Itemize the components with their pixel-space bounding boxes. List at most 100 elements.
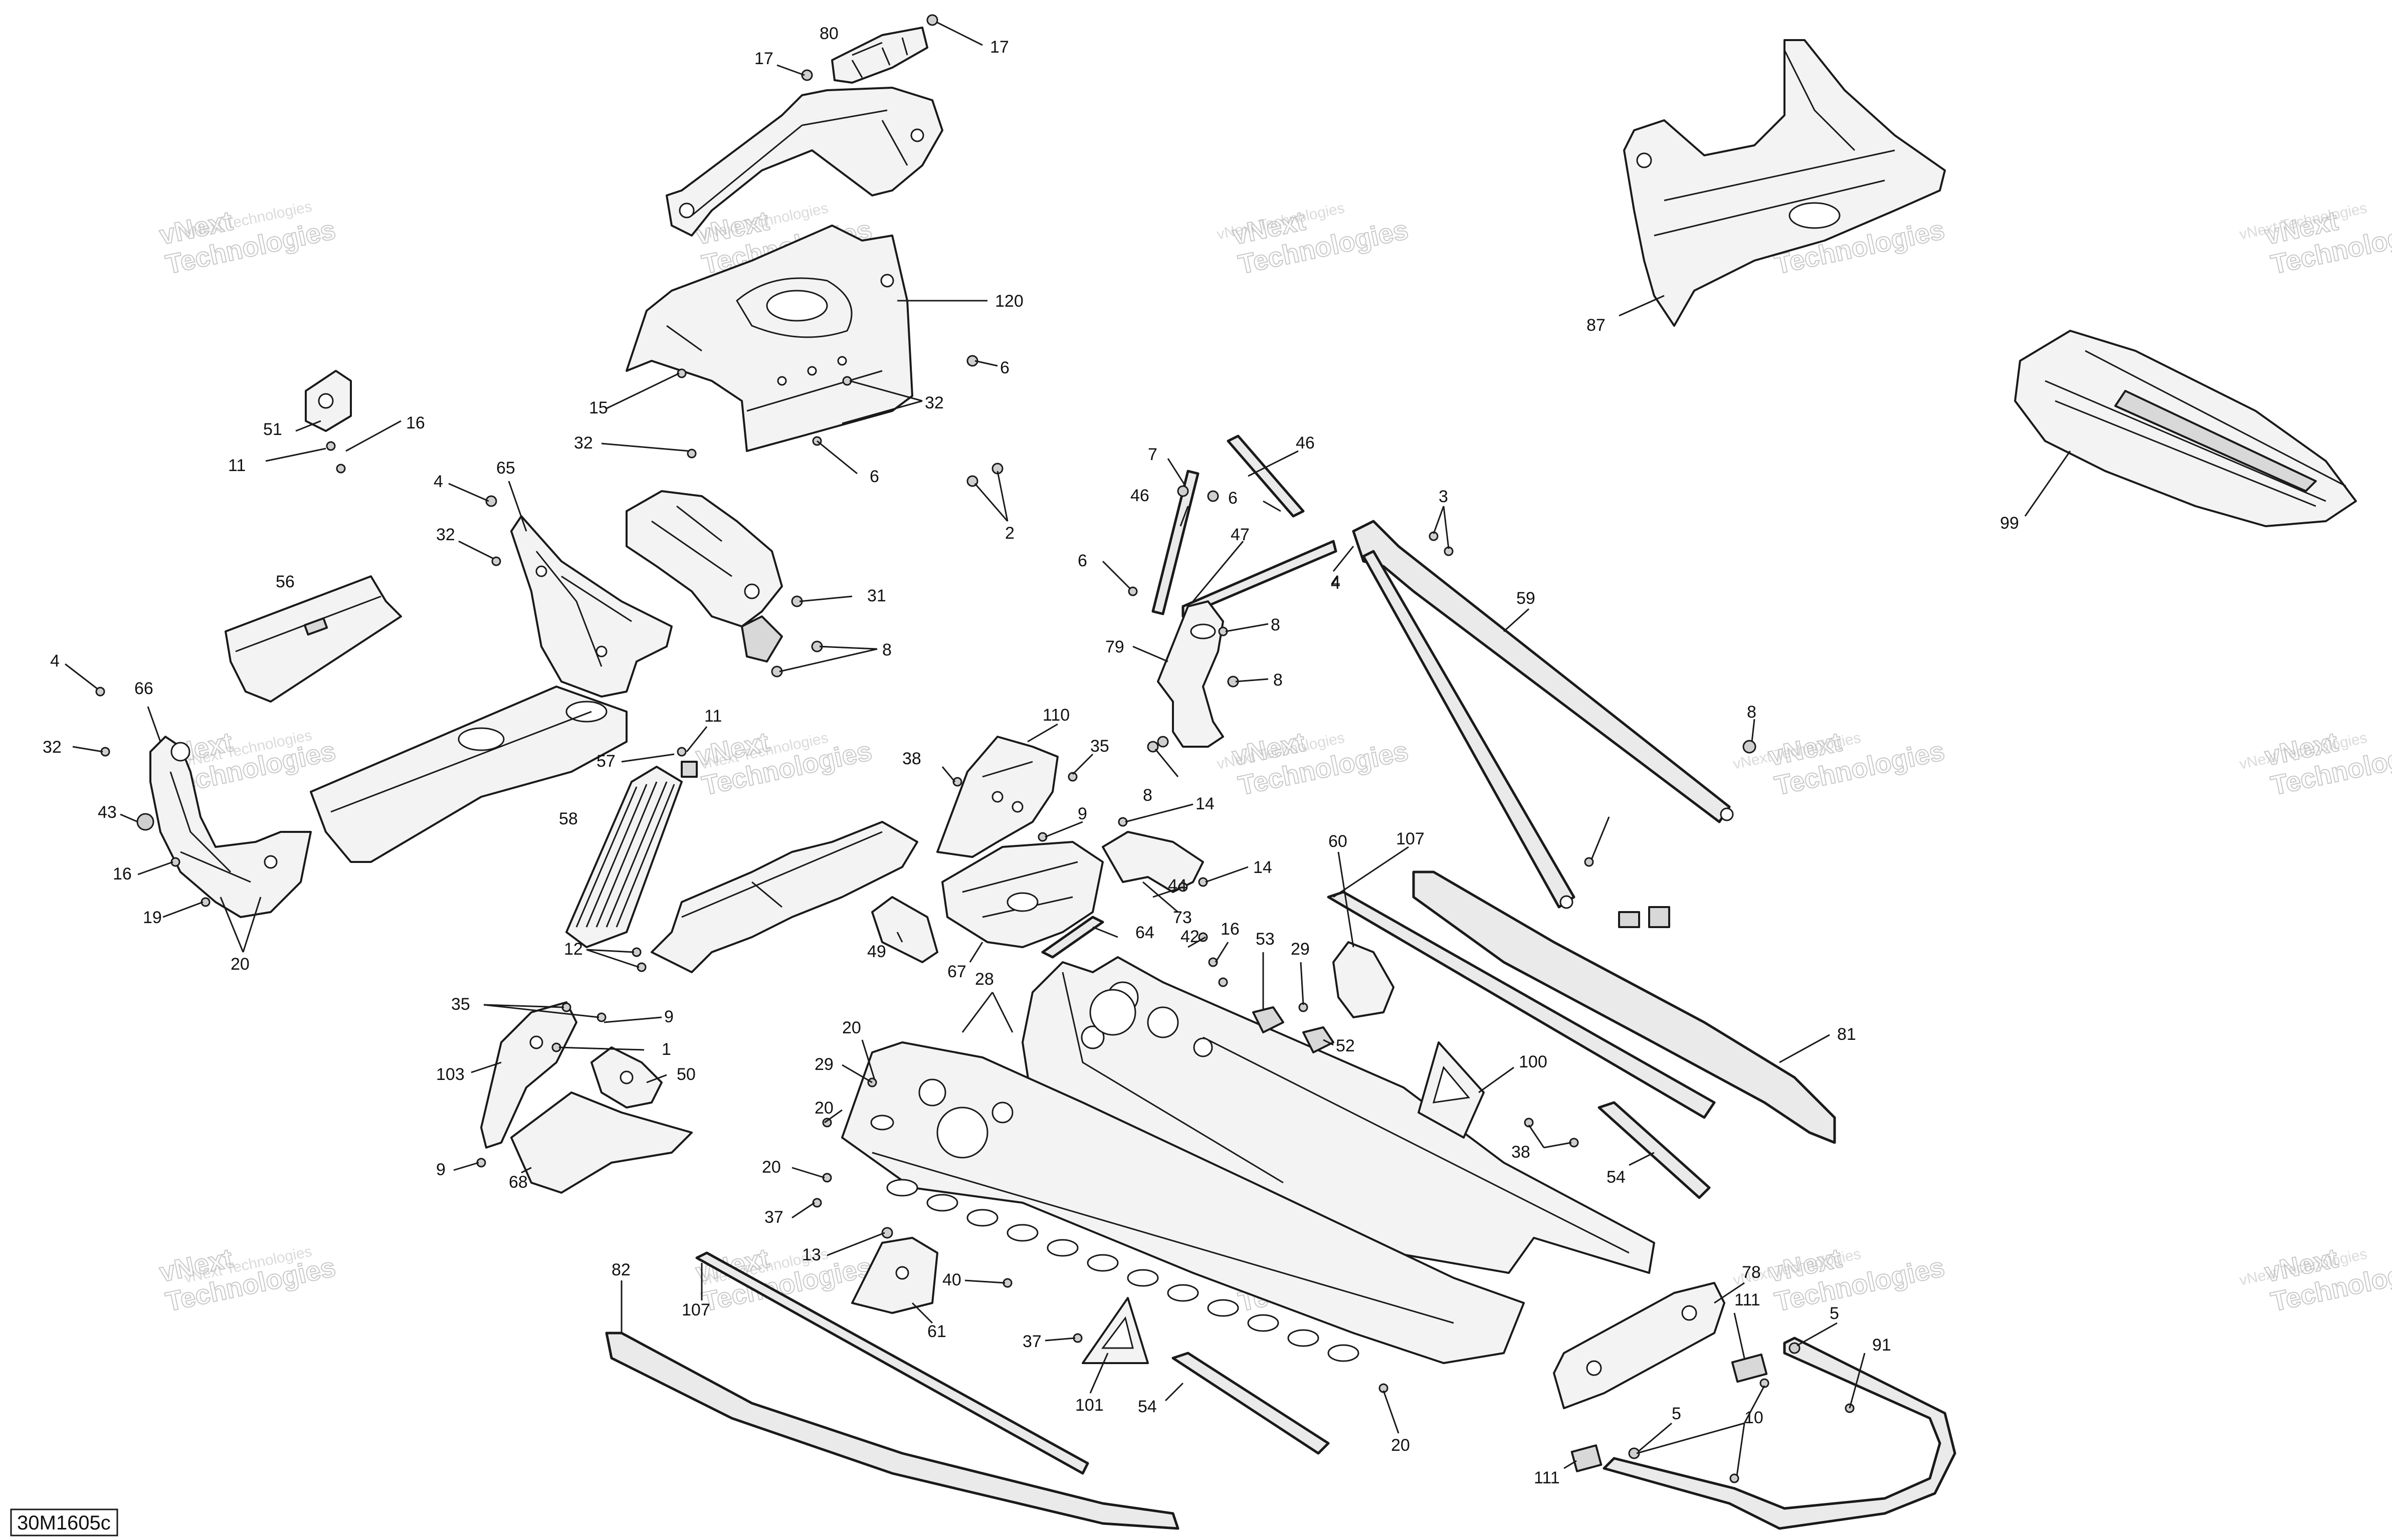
- callout-label-38: 38: [1511, 1143, 1530, 1162]
- part-49-support: [871, 896, 938, 963]
- callout-label-29: 29: [1291, 940, 1310, 959]
- callout-label-66: 66: [134, 679, 153, 698]
- callout-label-31: 31: [867, 586, 886, 605]
- part-66-side-bracket: [149, 736, 312, 918]
- callout-label-100: 100: [1519, 1052, 1547, 1071]
- fasteners: [95, 14, 1855, 1483]
- callout-label-38: 38: [902, 749, 921, 768]
- callout-label-6: 6: [1228, 489, 1238, 508]
- callout-label-32: 32: [925, 393, 944, 412]
- callout-label-64: 64: [1135, 923, 1154, 942]
- callout-label-80: 80: [820, 24, 839, 43]
- callout-label-59: 59: [1516, 589, 1535, 608]
- callout-label-6: 6: [1000, 358, 1010, 377]
- vent-holes: [886, 1179, 1359, 1362]
- callout-label-58: 58: [559, 809, 578, 828]
- parts-layer: [95, 14, 2357, 1530]
- callout-label-20: 20: [1391, 1436, 1410, 1455]
- part-47-rod: [1181, 540, 1337, 618]
- callout-label-5: 5: [1830, 1304, 1839, 1323]
- callout-label-17: 17: [754, 49, 773, 68]
- part-107-rail-left: [695, 1251, 1089, 1475]
- callout-label-9: 9: [1078, 804, 1087, 823]
- callout-label-42: 42: [1180, 927, 1200, 946]
- part-99-tunnel-assembly: [2014, 330, 2357, 527]
- callout-label-32: 32: [43, 738, 62, 757]
- callout-label-91: 91: [1872, 1336, 1891, 1355]
- callout-label-107: 107: [682, 1300, 710, 1319]
- callout-label-111: 111: [1734, 1290, 1760, 1309]
- callout-label-82: 82: [612, 1260, 631, 1279]
- part-46-rod-left: [1151, 470, 1200, 615]
- part-80-steering-bracket: [831, 27, 928, 84]
- part-59-a-arm: [1352, 520, 1734, 909]
- part-engine-mount: [626, 490, 783, 663]
- part-73-bracket: [1102, 831, 1204, 893]
- callout-label-4: 4: [434, 472, 443, 491]
- part-67-front-structure: [941, 841, 1104, 948]
- callout-label-60: 60: [1328, 832, 1347, 851]
- part-111-block-lower: [1570, 1444, 1603, 1472]
- callout-label-46: 46: [1130, 486, 1149, 505]
- part-64-rod: [1041, 916, 1104, 959]
- callout-label-52: 52: [1336, 1036, 1355, 1055]
- callout-label-67: 67: [947, 962, 966, 981]
- callout-label-14: 14: [1253, 858, 1272, 877]
- callout-label-65: 65: [496, 459, 515, 478]
- callout-label-11: 11: [704, 707, 722, 726]
- part-120-bulkhead: [626, 225, 913, 452]
- callout-label-32: 32: [436, 525, 455, 544]
- callout-label-46: 46: [1296, 433, 1315, 453]
- callout-label-37: 37: [1023, 1332, 1042, 1351]
- callout-label-16: 16: [1221, 920, 1240, 939]
- part-60-bracket: [1332, 941, 1394, 1018]
- callout-label-9: 9: [436, 1160, 446, 1179]
- callout-label-8: 8: [1747, 703, 1756, 722]
- part-61-gusset: [851, 1237, 938, 1314]
- callout-label-8: 8: [882, 640, 892, 659]
- callout-label-50: 50: [677, 1065, 696, 1084]
- part-82-slide-rail: [605, 1332, 1179, 1530]
- callout-label-4: 4: [1331, 572, 1340, 591]
- callout-label-7: 7: [1148, 445, 1157, 464]
- leader-lines: [65, 22, 2071, 1476]
- part-54-bar-right: [1598, 1101, 1711, 1199]
- callout-label-61: 61: [927, 1322, 946, 1341]
- callout-label-54: 54: [1138, 1397, 1157, 1416]
- reference-code: 30M1605c: [17, 1512, 111, 1534]
- callout-label-1: 1: [662, 1040, 671, 1059]
- part-100-triangle: [1418, 1041, 1485, 1139]
- part-upper-column-support: [666, 87, 943, 237]
- callout-label-44: 44: [1168, 876, 1187, 895]
- callout-label-2: 2: [1005, 524, 1015, 543]
- part-46-rod-right: [1227, 434, 1305, 518]
- part-78-rear-bracket: [1553, 1282, 1725, 1409]
- callout-label-16: 16: [113, 864, 132, 884]
- callout-label-57: 57: [596, 752, 616, 771]
- callout-label-14: 14: [1195, 794, 1215, 813]
- callout-label-3: 3: [1439, 487, 1448, 506]
- callout-label-20: 20: [842, 1018, 861, 1037]
- part-51-bracket: [305, 370, 352, 432]
- callout-label-20: 20: [231, 955, 250, 974]
- part-65-side-frame: [510, 515, 673, 698]
- callout-label-120: 120: [995, 292, 1024, 311]
- callout-label-4: 4: [1331, 574, 1340, 593]
- callout-label-19: 19: [143, 908, 162, 927]
- callout-label-6: 6: [870, 467, 879, 486]
- callout-label-15: 15: [589, 398, 608, 417]
- callout-label-5: 5: [1672, 1404, 1681, 1423]
- reference-tag: 30M1605c: [10, 1508, 118, 1536]
- callout-label-10: 10: [1744, 1408, 1763, 1427]
- part-81-slide-rail: [1412, 870, 1836, 1144]
- callout-label-4: 4: [50, 651, 60, 671]
- callout-label-99: 99: [2000, 514, 2019, 533]
- part-tunnel-section: [651, 821, 918, 973]
- callout-label-81: 81: [1837, 1025, 1856, 1044]
- callout-label-87: 87: [1586, 316, 1606, 335]
- part-54-bar-lower: [1171, 1352, 1330, 1455]
- callout-label-78: 78: [1742, 1263, 1761, 1282]
- callout-label-79: 79: [1105, 637, 1124, 656]
- callout-label-101: 101: [1075, 1396, 1104, 1415]
